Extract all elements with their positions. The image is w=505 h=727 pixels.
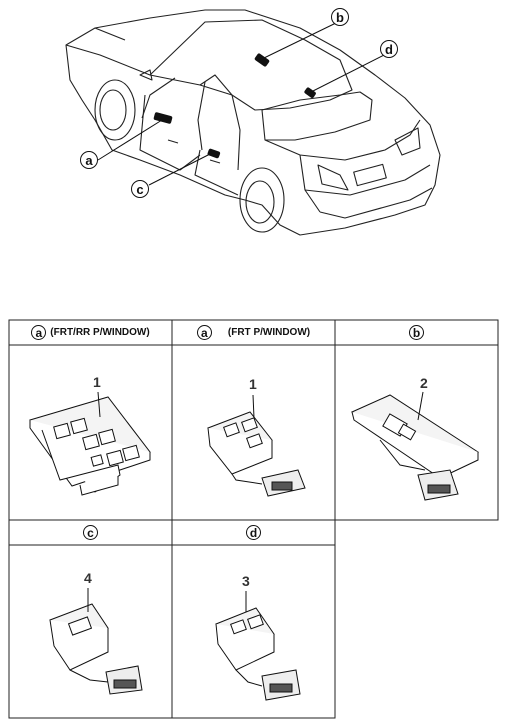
cell-header-a-frt: a (FRT P/WINDOW) (172, 320, 335, 345)
callout-c: c (131, 180, 149, 198)
letter-c-circle: c (83, 525, 98, 540)
part-number-4: 4 (84, 570, 92, 586)
part-number-3: 3 (242, 573, 250, 589)
cell-header-d: d (172, 520, 335, 545)
switch-single-c-drawing (49, 588, 143, 695)
cell-header-c: c (9, 520, 172, 545)
callout-a: a (80, 151, 98, 169)
letter-a-circle: a (196, 325, 212, 340)
part-number-1: 1 (93, 374, 101, 390)
cell-label: (FRT P/WINDOW) (227, 327, 311, 338)
master-switch-4-button-drawing (29, 391, 151, 496)
switch-2-button-d-drawing (215, 591, 301, 701)
switch-single-b-drawing (350, 391, 480, 501)
car-illustration (65, 9, 441, 236)
part-number-1: 1 (249, 376, 257, 392)
switch-2-button-drawing (207, 394, 306, 497)
cell-label: (FRT/RR P/WINDOW) (50, 327, 150, 338)
callout-d: d (380, 40, 398, 58)
cell-header-b: b (335, 320, 498, 345)
letter-b-circle: b (409, 325, 424, 340)
cell-header-a-frt-rr: a (FRT/RR P/WINDOW) (9, 320, 172, 345)
letter-d-circle: d (246, 525, 261, 540)
callout-b: b (331, 8, 349, 26)
letter-a-circle: a (31, 325, 47, 340)
part-number-2: 2 (420, 375, 428, 391)
